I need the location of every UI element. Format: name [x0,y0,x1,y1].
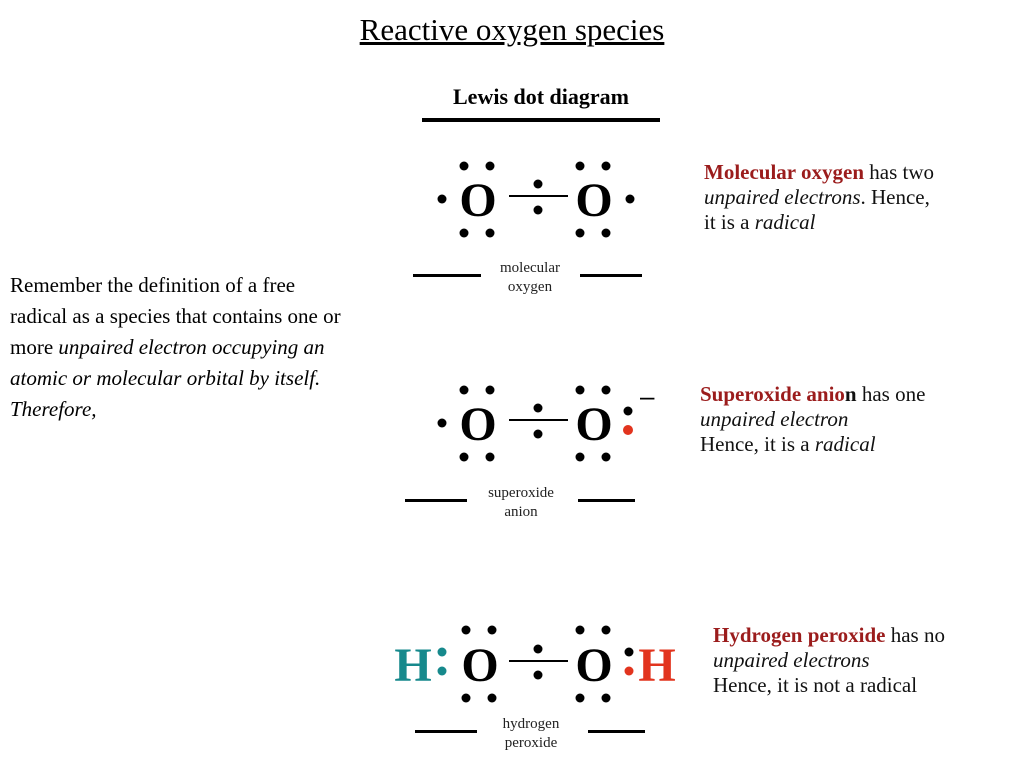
description-hydrogen-peroxide: Hydrogen peroxide has no unpaired electr… [713,623,1013,698]
h-o-bond-dots-left [437,647,447,676]
desc-italic: unpaired electrons [713,648,870,672]
desc-text: has no [885,623,945,647]
description-molecular-oxygen: Molecular oxygen has two unpaired electr… [704,160,1004,235]
desc-text: has one [856,382,926,406]
h-o-bond-dot-right-red [624,666,634,676]
caption-superoxide-anion: superoxide anion [466,484,576,522]
species-name: Superoxide anio [700,382,845,406]
desc-text: . Hence, [860,185,930,209]
intro-text: Remember the definition of a free radica… [10,270,355,425]
oxygen-atom-right: O [575,639,612,692]
desc-italic: unpaired electron [700,407,849,431]
intro-italic: unpaired electron occupying an atomic or… [10,335,325,421]
species-name: Molecular oxygen [704,160,865,184]
desc-italic: radical [814,432,876,456]
caption-line: molecular [500,260,560,276]
intro-plain: Remember the definition of a free radica… [10,273,341,359]
caption-molecular-oxygen: molecular oxygen [480,259,580,297]
caption-line: peroxide [504,735,558,751]
caption-rule-left [413,274,481,277]
caption-hydrogen-peroxide: hydrogen peroxide [478,715,584,753]
desc-italic: radical [754,210,816,234]
caption-rule-right [588,730,645,733]
caption-rule-right [580,274,642,277]
caption-line: hydrogen [502,716,560,732]
desc-italic: unpaired electrons [704,185,861,209]
caption-rule-left [405,499,467,502]
unpaired-electron-dot [623,425,633,435]
electron-dots [461,625,611,703]
caption-rule-left [415,730,477,733]
electron-dots [437,161,635,238]
caption-line: oxygen [507,279,553,295]
species-name-tail: n [844,382,857,406]
oxygen-atom-left: O [459,398,496,451]
header-rule [422,118,660,122]
oxygen-atom-right: O [575,174,612,227]
charge-sign: – [640,381,655,411]
description-superoxide-anion: Superoxide anion has one unpaired electr… [700,382,1000,457]
caption-rule-right [578,499,635,502]
hydrogen-atom-left: H [394,639,431,692]
page-title: Reactive oxygen species [359,12,665,47]
diagram-header: Lewis dot diagram [453,84,629,109]
h-o-bond-dot-right [624,647,634,657]
desc-text: Hence, it is a [700,432,815,456]
caption-line: anion [504,504,538,520]
superoxide-anion-structure: O O – [437,381,655,462]
desc-text: Hence, it is not a radical [713,673,918,697]
electron-dots [437,385,633,462]
hydrogen-atom-right: H [638,639,675,692]
hydrogen-peroxide-structure: H O O H [394,625,676,703]
oxygen-atom-right: O [575,398,612,451]
desc-text: it is a [704,210,755,234]
caption-line: superoxide [488,485,554,501]
desc-text: has two [864,160,935,184]
oxygen-atom-left: O [461,639,498,692]
molecular-oxygen-structure: O O [437,161,635,238]
oxygen-atom-left: O [459,174,496,227]
species-name: Hydrogen peroxide [713,623,886,647]
